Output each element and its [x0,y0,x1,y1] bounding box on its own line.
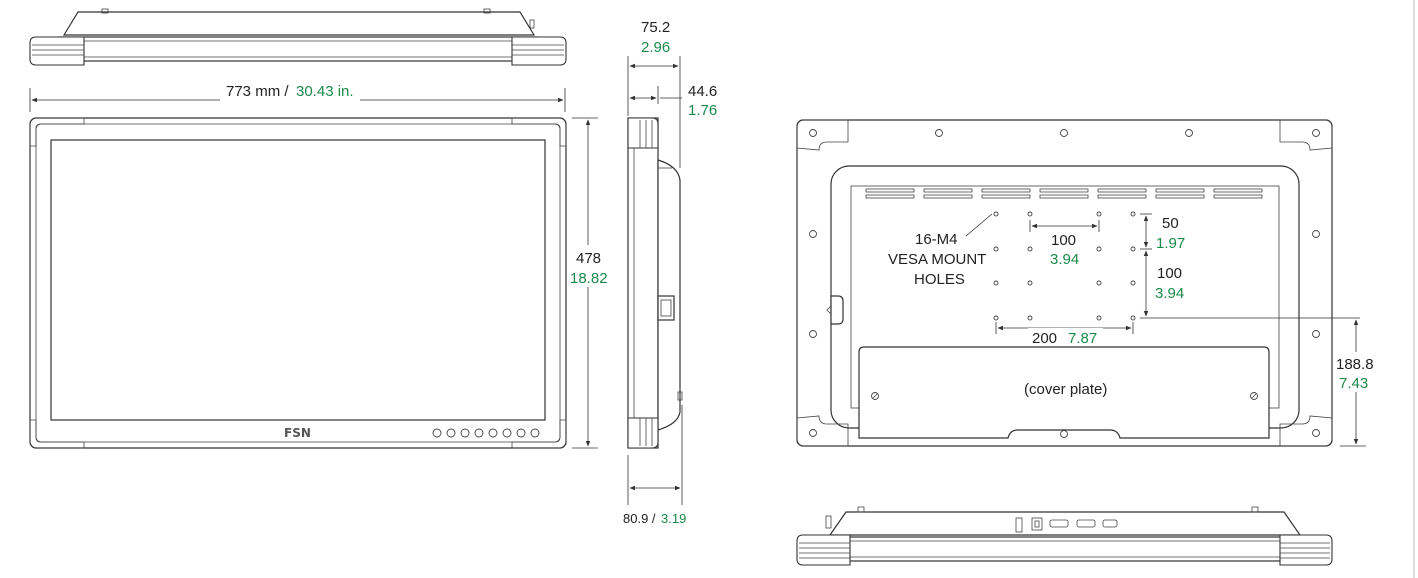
rear-view: 16-M4 VESA MOUNT HOLES 100 3.94 50 1.97 … [796,119,1379,447]
spacing-h-200-mm: 200 [1032,330,1057,347]
depth-base-in: 3.19 [661,511,686,526]
spacing-v-100-in: 3.94 [1155,285,1184,302]
front-view: FSN [29,117,567,449]
depth-body-mm: 44.6 [688,83,717,100]
top-left-grip [29,36,85,66]
bottom-right-grip [1279,534,1333,566]
spacing-v-100-mm: 100 [1157,265,1182,282]
rear-vents [865,188,1263,199]
width-dimension: 773 mm / 30.43 in. [29,80,566,112]
height-dimension: 478 18.82 [568,117,610,449]
vesa-label-line1: 16-M4 [915,231,958,248]
width-mm-label: 773 mm / [226,83,289,100]
brand-logo: FSN [284,426,311,440]
bottom-ports [1015,517,1118,533]
spacing-h-100-mm: 100 [1051,232,1076,249]
cover-plate: (cover plate) [858,346,1270,439]
width-in-label: 30.43 in. [296,83,354,100]
front-control-buttons [432,428,540,438]
spacing-v-50-in: 1.97 [1156,235,1185,252]
offset-in: 7.43 [1339,375,1368,392]
vesa-label-line2: VESA MOUNT [888,251,986,268]
bottom-left-grip [796,534,851,566]
side-view: 75.2 2.96 44.6 1.76 80.9 / [623,19,717,526]
cover-plate-label: (cover plate) [1024,381,1107,398]
spacing-h-200-in: 7.87 [1068,330,1097,347]
depth-total-mm: 75.2 [641,19,670,36]
depth-body-in: 1.76 [688,102,717,119]
height-mm: 478 [576,250,601,267]
depth-total-in: 2.96 [641,39,670,56]
top-right-grip [511,36,567,66]
bottom-view [796,506,1333,566]
spacing-v-50-mm: 50 [1162,215,1179,232]
top-view [29,8,567,66]
offset-mm: 188.8 [1336,356,1374,373]
side-top-grip [627,117,659,149]
vesa-mount-holes [993,211,1136,321]
spacing-h-100-in: 3.94 [1050,251,1079,268]
depth-base-mm-label: 80.9 / [623,511,656,526]
height-in: 18.82 [570,270,608,287]
side-bottom-grip [627,417,659,449]
vesa-label-line3: HOLES [914,271,965,288]
